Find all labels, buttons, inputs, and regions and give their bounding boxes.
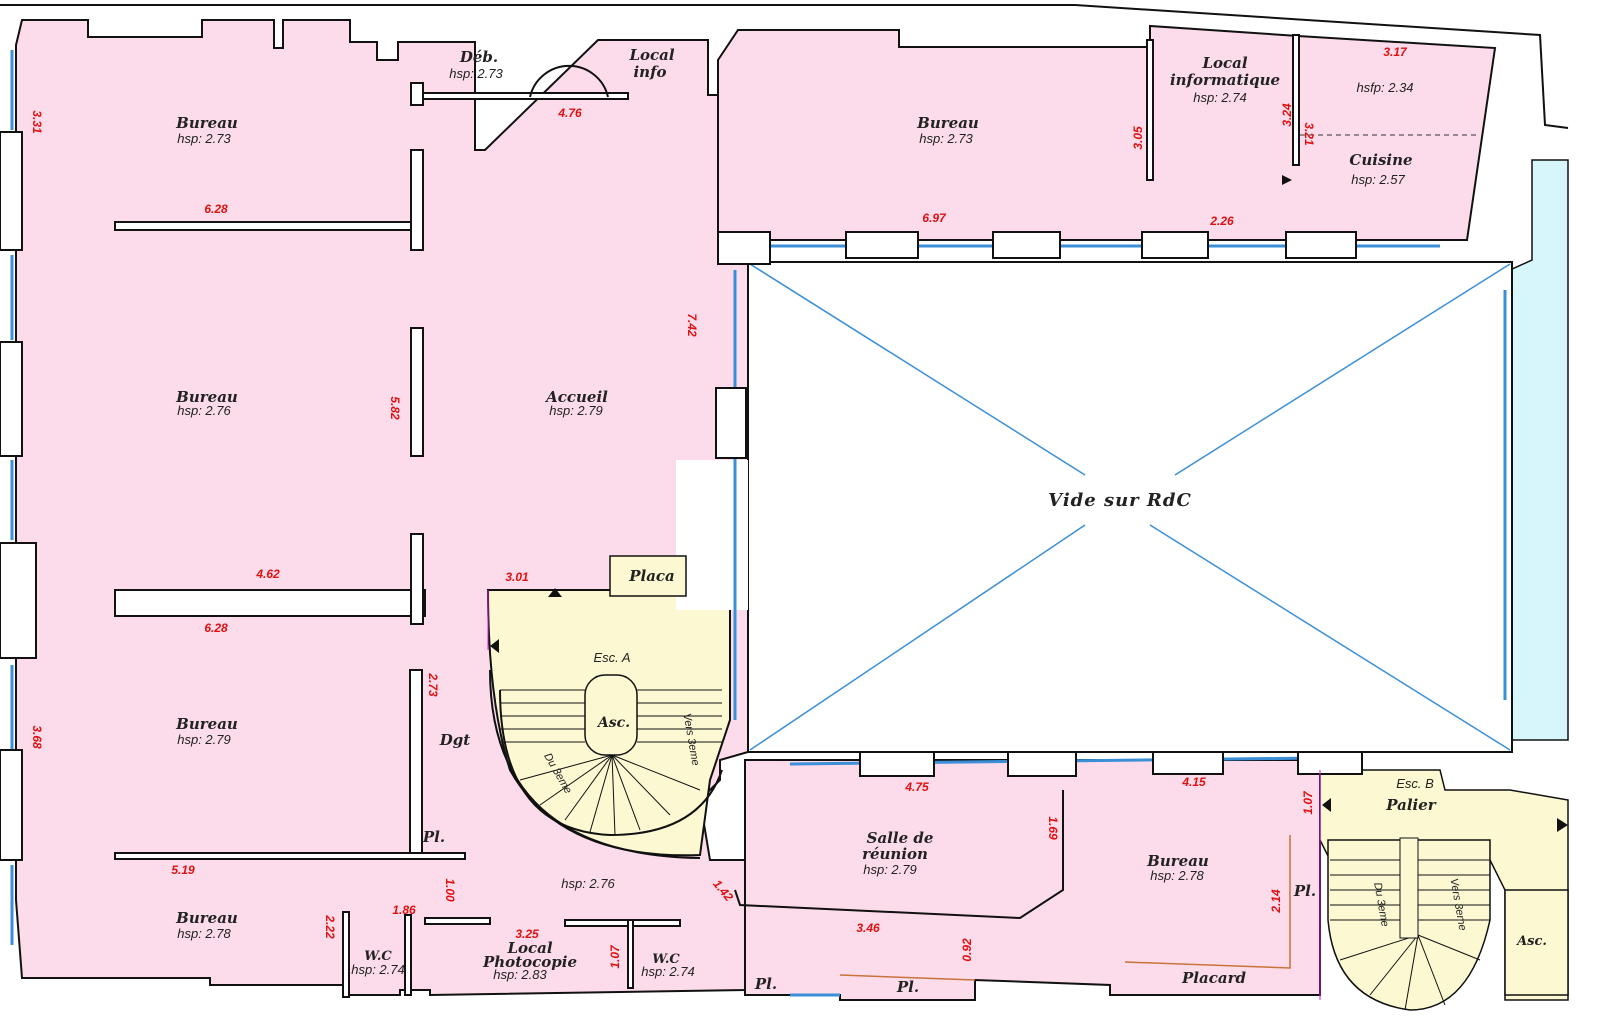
door-arrow-icon (1282, 175, 1292, 185)
dimension: 3.31 (30, 110, 44, 134)
dimension: 1.00 (443, 878, 457, 902)
door-arrow-icon (1557, 818, 1568, 832)
dimension: 1.07 (608, 944, 622, 969)
elevator-b (1504, 889, 1569, 996)
room-height: hsp: 2.76 (561, 876, 615, 891)
dimension: 2.14 (1269, 889, 1283, 914)
dimension: 2.73 (426, 672, 440, 697)
room-height: hsp: 2.79 (177, 732, 231, 747)
dimension: 3.01 (505, 570, 529, 584)
room-height: hsp: 2.76 (177, 403, 231, 418)
room-height: hsp: 2.57 (1351, 172, 1405, 187)
landing-label: Palier (1385, 796, 1437, 814)
dimension: 1.69 (1046, 816, 1060, 840)
dimension: 1.86 (392, 903, 416, 917)
room-name: Bureau (175, 909, 238, 927)
room-name: Cuisine (1349, 151, 1412, 169)
room-height: hsp: 2.78 (177, 926, 231, 941)
room-height: hsp: 2.73 (449, 66, 503, 81)
pink-rooms-south (744, 759, 1321, 1001)
dimension: 3.46 (856, 921, 880, 935)
void-cross (749, 263, 1511, 751)
room-height: hsp: 2.79 (549, 403, 603, 418)
room-height: hsp: 2.78 (1150, 868, 1204, 883)
elevator-label: Asc. (596, 715, 630, 731)
dimension: 5.82 (388, 396, 402, 420)
dimension: 0.92 (960, 938, 974, 962)
room-height: hsp: 2.73 (177, 131, 231, 146)
elevator-label: Asc. (1515, 934, 1547, 949)
room-height: hsp: 2.74 (351, 962, 405, 977)
pink-rooms-north (717, 24, 1497, 241)
room-name: Bureau (175, 388, 238, 406)
room-name: Local (506, 939, 552, 957)
interior-walls (114, 34, 1480, 1000)
room-height: hsfp: 2.34 (1356, 80, 1413, 95)
room-name: Placa (628, 567, 675, 585)
room-name: Accueil (544, 388, 608, 406)
dimension: 1.07 (1301, 790, 1315, 815)
dimension: 4.76 (557, 106, 582, 120)
dimension: 3.05 (1131, 126, 1145, 150)
dimension: 2.26 (1209, 214, 1234, 228)
stair-label: Esc. B (1396, 776, 1434, 791)
room-name-line2: Photocopie (482, 953, 577, 971)
dimension: 7.42 (685, 313, 699, 337)
room-name: Dgt (439, 731, 470, 749)
dimension: 6.97 (922, 211, 947, 225)
placard-box (609, 555, 687, 597)
stair-b-core (1399, 837, 1419, 939)
room-name: Placard (1181, 969, 1246, 987)
dimension: 6.28 (204, 621, 228, 635)
room-height: hsp: 2.79 (863, 862, 917, 877)
room-name: Local (1201, 54, 1247, 72)
room-name: Bureau (916, 114, 979, 132)
void-label: Vide sur RdC (1048, 490, 1192, 511)
room-name: Pl. (754, 975, 777, 993)
room-height: hsp: 2.74 (641, 964, 695, 979)
room-name: Local (628, 46, 674, 64)
room-name-line2: réunion (862, 845, 928, 863)
stair-a-steps (500, 689, 722, 836)
room-height: hsp: 2.73 (919, 131, 973, 146)
room-name: Bureau (175, 715, 238, 733)
stair-a-outer-curve (489, 669, 701, 859)
boundary-line-right (1074, 4, 1569, 129)
dimension: 4.15 (1181, 775, 1206, 789)
room-name-line2: informatique (1170, 71, 1280, 89)
dimension: 3.24 (1280, 103, 1294, 127)
room-height: hsp: 2.74 (1193, 90, 1247, 105)
room-height: hsp: 2.83 (493, 967, 547, 982)
dimension: 6.28 (204, 202, 228, 216)
dimension: 3.68 (30, 725, 44, 749)
room-name: Pl. (896, 978, 919, 996)
room-name-line2: info (633, 63, 666, 81)
dimension: 2.22 (323, 914, 337, 939)
door-arrow-icon (490, 639, 499, 653)
dimension: 3.21 (1302, 122, 1316, 146)
wall-piers (0, 131, 1363, 861)
door-arrow-icon (548, 588, 562, 597)
dimension: 3.25 (515, 927, 539, 941)
room-name: Déb. (459, 48, 498, 66)
room-name: Pl. (1293, 882, 1316, 900)
room-name: Bureau (175, 114, 238, 132)
room-name: Pl. (422, 828, 445, 846)
stair-label: Esc. A (593, 650, 630, 665)
room-name: W.C (364, 949, 392, 964)
dimension: 4.62 (255, 567, 280, 581)
dimension: 3.17 (1383, 45, 1408, 59)
stair-a-curve (499, 689, 723, 837)
dimension: 5.19 (171, 863, 195, 877)
room-name: W.C (652, 952, 680, 967)
room-name: Bureau (1146, 852, 1209, 870)
overlay-patch (676, 460, 748, 610)
room-name: Salle de (867, 829, 934, 847)
dimension: 4.75 (904, 780, 929, 794)
door-arrow-icon (1322, 798, 1331, 812)
